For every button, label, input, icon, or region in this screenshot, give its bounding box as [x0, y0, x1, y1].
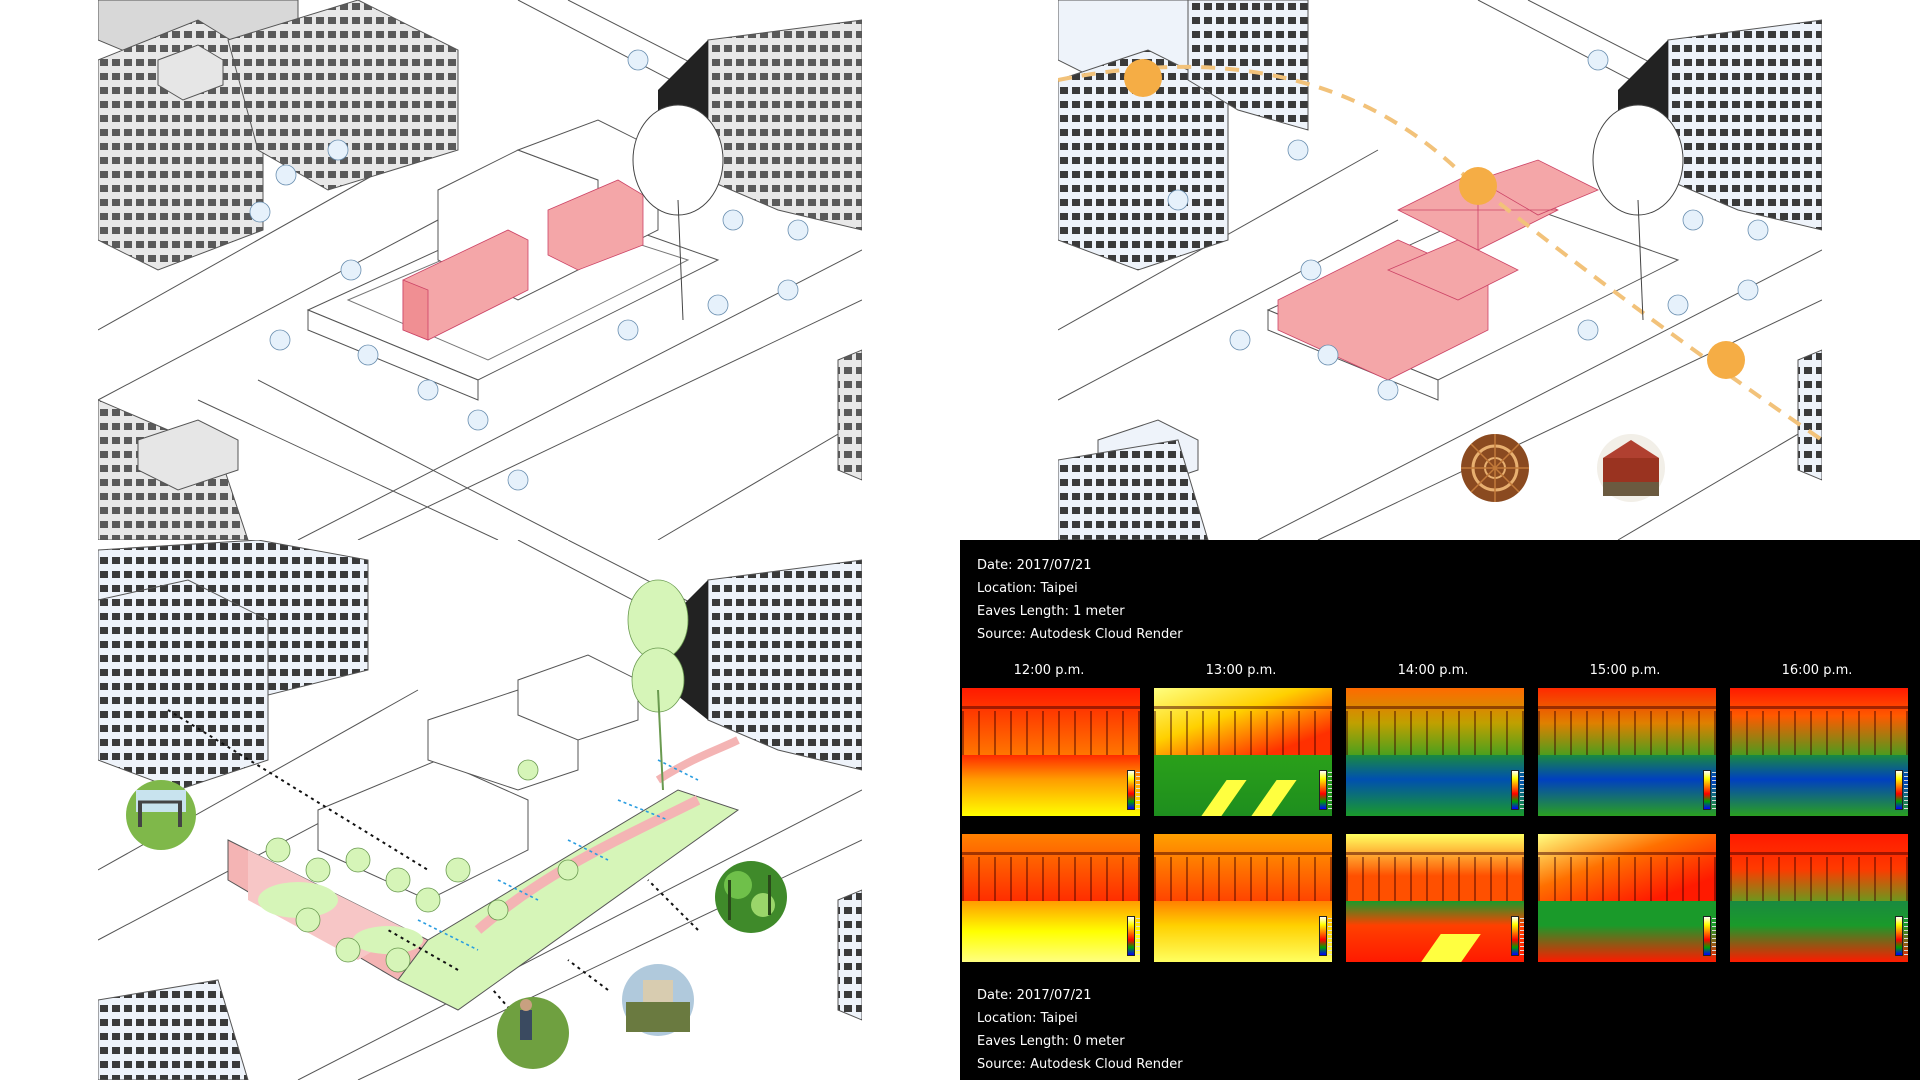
temple-outline: [317, 654, 639, 901]
apartment-building: [98, 540, 862, 1080]
time-label-1500: 15:00 p.m.: [1589, 663, 1661, 678]
sun-path-diagram-panel: [1058, 0, 1822, 540]
garden-photo-circle: [622, 964, 694, 1036]
time-label-1600: 16:00 p.m.: [1781, 663, 1853, 678]
render-eaves-0m-1200: [962, 834, 1140, 962]
apartment-building: [98, 349, 862, 540]
render-eaves-1m-1400: [1346, 688, 1524, 816]
daylight-analysis-panel: Date: 2017/07/21 Location: Taipei Eaves …: [960, 540, 1920, 1080]
date-label: Date: 2017/07/21: [977, 988, 1092, 1003]
eaves-length-label: Eaves Length: 0 meter: [977, 1034, 1125, 1049]
date-label: Date: 2017/07/21: [977, 558, 1092, 573]
render-eaves-0m-1600: [1730, 834, 1908, 962]
landscape-ground: [227, 736, 740, 1011]
location-label: Location: Taipei: [977, 581, 1078, 596]
render-eaves-0m-1400: [1346, 834, 1524, 962]
apartment-building: [1058, 0, 1309, 271]
landscape-trees: [265, 579, 689, 973]
landscape-diagram-panel: [98, 540, 862, 1080]
time-label-1400: 14:00 p.m.: [1397, 663, 1469, 678]
render-eaves-1m-1500: [1538, 688, 1716, 816]
temple-photo-circle: [1597, 434, 1665, 502]
ceiling-photo-circle: [1461, 434, 1529, 502]
render-eaves-1m-1300: [1154, 688, 1332, 816]
render-eaves-0m-1500: [1538, 834, 1716, 962]
street-trees: [1167, 49, 1769, 401]
location-label: Location: Taipei: [977, 1011, 1078, 1026]
sun-position-morning: [1124, 59, 1162, 97]
source-label: Source: Autodesk Cloud Render: [977, 627, 1183, 642]
wind-flow-arrows: [417, 759, 699, 951]
massing-diagram-panel: [98, 0, 862, 540]
eaves-length-label: Eaves Length: 1 meter: [977, 604, 1125, 619]
apartment-building: [98, 0, 459, 271]
playground-photo-circle: [126, 780, 196, 850]
render-eaves-0m-1300: [1154, 834, 1332, 962]
large-tree: [1592, 104, 1684, 321]
forest-photo-circle: [715, 861, 787, 933]
street-trees: [249, 49, 809, 491]
sun-position-noon: [1459, 167, 1497, 205]
bottom-caption: Date: 2017/07/21 Location: Taipei Eaves …: [977, 984, 1183, 1076]
source-label: Source: Autodesk Cloud Render: [977, 1057, 1183, 1072]
sun-markers: [1124, 59, 1745, 379]
sun-position-afternoon: [1707, 341, 1745, 379]
render-eaves-1m-1600: [1730, 688, 1908, 816]
time-label-1200: 12:00 p.m.: [1013, 663, 1085, 678]
lawn-photo-circle: [497, 997, 569, 1069]
large-tree: [632, 104, 724, 321]
highlighted-volume: [402, 179, 644, 341]
time-label-1300: 13:00 p.m.: [1205, 663, 1277, 678]
sun-path-curve: [1058, 64, 1822, 442]
render-eaves-1m-1200: [962, 688, 1140, 816]
top-caption: Date: 2017/07/21 Location: Taipei Eaves …: [977, 554, 1183, 646]
